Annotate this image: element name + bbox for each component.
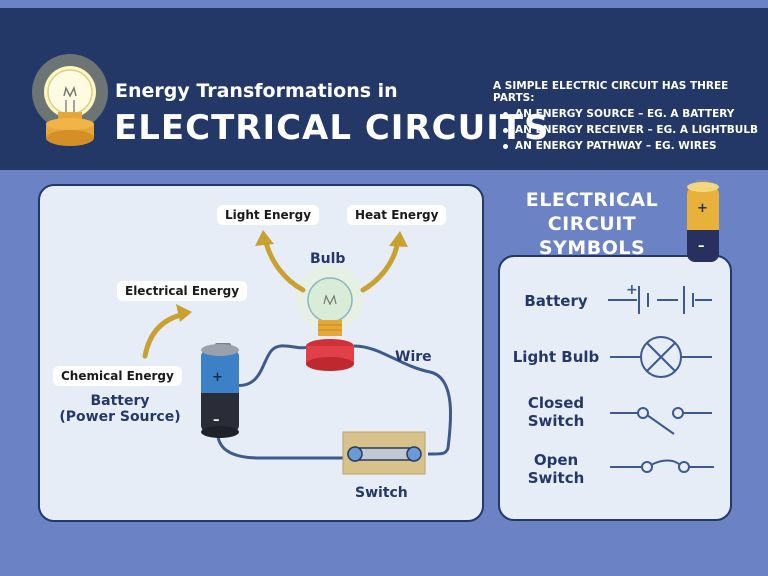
header-lightbulb-icon <box>32 54 108 146</box>
wire-label: Wire <box>395 349 432 365</box>
symbols-title-line: ELECTRICAL <box>525 189 659 211</box>
symbol-label-closed-switch: Closed Switch <box>508 394 604 430</box>
battery-label: Battery (Power Source) <box>58 393 182 425</box>
header-banner <box>0 8 768 170</box>
electrical-energy-label: Electrical Energy <box>117 281 248 301</box>
battery-plus-sign: + <box>212 370 223 385</box>
symbol-label-line: Switch <box>527 469 585 487</box>
parts-intro: A SIMPLE ELECTRIC CIRCUIT HAS THREE PART… <box>493 80 729 104</box>
heat-energy-label: Heat Energy <box>347 205 447 225</box>
switch-label: Switch <box>355 485 408 501</box>
parts-list-item: AN ENERGY RECEIVER – EG. A LIGHTBULB <box>503 124 763 136</box>
battery-label-line: Battery <box>90 393 150 409</box>
arrow-head <box>176 230 408 322</box>
symbol-battery-minus: – <box>698 239 705 254</box>
symbol-label-line: Switch <box>527 412 585 430</box>
battery-symbol <box>608 286 712 314</box>
symbol-battery-plus: + <box>697 201 708 216</box>
symbols-title-line: CIRCUIT SYMBOLS <box>538 213 646 259</box>
circuit-parts-summary: A SIMPLE ELECTRIC CIRCUIT HAS THREE PART… <box>493 80 763 156</box>
bulb-label: Bulb <box>310 251 346 267</box>
parts-list-item: AN ENERGY SOURCE – EG. A BATTERY <box>503 108 763 120</box>
parts-list-item: AN ENERGY PATHWAY – EG. WIRES <box>503 140 763 152</box>
battery-label-line: (Power Source) <box>59 409 181 425</box>
chemical-energy-label: Chemical Energy <box>53 366 182 386</box>
battery-symbol-plus: + <box>626 282 638 298</box>
symbol-label-light-bulb: Light Bulb <box>512 348 600 366</box>
bulb-illustration <box>296 264 364 371</box>
symbols-title: ELECTRICAL CIRCUIT SYMBOLS <box>498 188 686 260</box>
title-subheading: Energy Transformations in <box>115 80 398 102</box>
switch-illustration <box>342 431 426 475</box>
open-switch-symbol <box>610 459 714 473</box>
symbol-label-open-switch: Open Switch <box>508 451 604 487</box>
symbol-label-line: Closed <box>527 394 585 412</box>
symbol-label-battery: Battery <box>524 292 588 310</box>
symbols-battery-icon <box>687 180 719 262</box>
battery-illustration <box>201 343 239 438</box>
light-bulb-symbol <box>610 336 712 378</box>
closed-switch-symbol <box>610 407 712 435</box>
light-energy-label: Light Energy <box>217 205 320 225</box>
symbol-label-line: Open <box>533 451 579 469</box>
page-title: ELECTRICAL CIRCUITS <box>114 108 550 148</box>
battery-minus-sign: – <box>213 413 220 428</box>
parts-list: AN ENERGY SOURCE – EG. A BATTERY AN ENER… <box>503 108 763 152</box>
